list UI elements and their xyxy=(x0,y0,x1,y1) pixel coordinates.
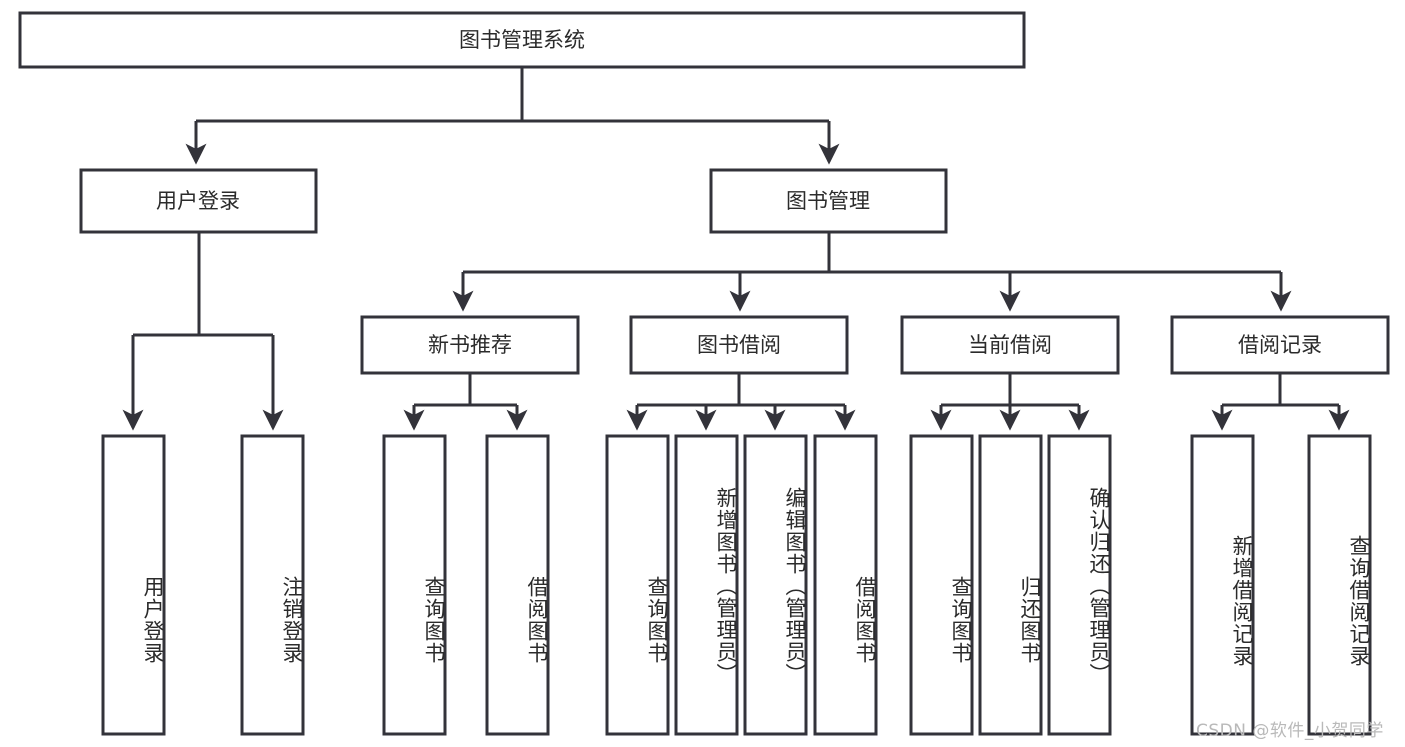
node-current-borrow-label: 当前借阅 xyxy=(968,333,1052,357)
node-new-book-recommend-label: 新书推荐 xyxy=(428,333,512,357)
leaf-box-user-login xyxy=(101,434,166,736)
connector-userlogin-to-leaves xyxy=(122,232,284,431)
leaf-box-add-book xyxy=(674,434,739,736)
leaf-box-borrow-book-a xyxy=(485,434,550,736)
connector-currentborrow-to-leaves xyxy=(930,373,1090,431)
node-book-borrow[interactable]: 图书借阅 xyxy=(629,315,849,375)
connector-bookborrow-to-leaves xyxy=(626,373,856,431)
leaf-box-query-book-b xyxy=(605,434,670,736)
connector-bookmgmt-to-level3 xyxy=(452,232,1292,312)
node-user-login[interactable]: 用户登录 xyxy=(79,168,318,234)
leaf-box-add-record xyxy=(1190,434,1255,736)
node-borrow-record-label: 借阅记录 xyxy=(1238,333,1322,357)
leaf-box-logout xyxy=(240,434,305,736)
node-user-login-label: 用户登录 xyxy=(156,189,240,213)
leaf-boxes-group xyxy=(101,434,1372,736)
leaf-box-query-book-a xyxy=(382,434,447,736)
node-current-borrow[interactable]: 当前借阅 xyxy=(900,315,1120,375)
node-root-label: 图书管理系统 xyxy=(459,28,585,52)
csdn-watermark: CSDN @软件_小贺同学 xyxy=(1196,721,1384,741)
connector-root-to-level2 xyxy=(185,67,840,165)
leaf-box-query-record xyxy=(1307,434,1372,736)
node-borrow-record[interactable]: 借阅记录 xyxy=(1170,315,1390,375)
connector-borrowrecord-to-leaves xyxy=(1211,373,1350,431)
node-root-system[interactable]: 图书管理系统 xyxy=(18,11,1026,69)
leaf-box-query-book-c xyxy=(909,434,974,736)
node-book-borrow-label: 图书借阅 xyxy=(697,333,781,357)
leaf-box-return-book xyxy=(978,434,1043,736)
node-new-book-recommend[interactable]: 新书推荐 xyxy=(360,315,580,375)
node-book-management-label: 图书管理 xyxy=(786,189,870,213)
connector-newbook-to-leaves xyxy=(403,373,528,431)
node-book-management[interactable]: 图书管理 xyxy=(709,168,948,234)
leaf-box-borrow-book-b xyxy=(813,434,878,736)
leaf-box-confirm-return xyxy=(1047,434,1112,736)
leaf-box-edit-book xyxy=(743,434,808,736)
